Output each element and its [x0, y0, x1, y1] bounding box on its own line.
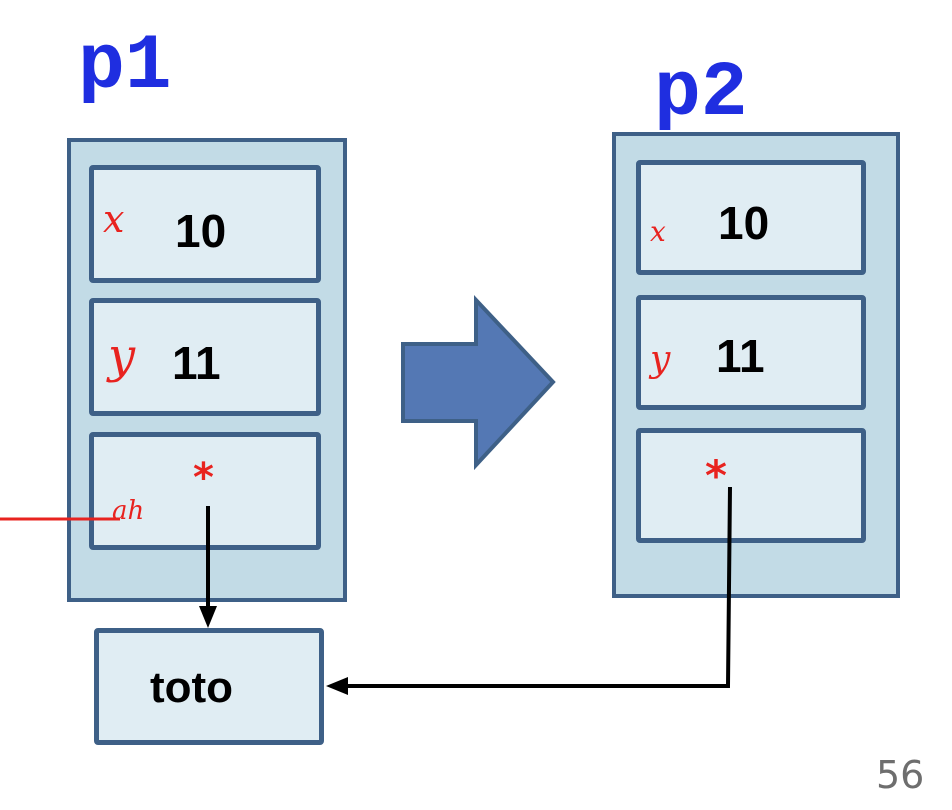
p1-field-ref	[89, 432, 321, 550]
target-object	[94, 628, 324, 745]
p2-field-x-value: 10	[718, 197, 770, 249]
p1-reference-arrowhead	[199, 606, 217, 628]
p1-field-y-note: y	[108, 328, 136, 384]
p2-field-ref	[636, 428, 866, 543]
p2-title: p2	[654, 50, 748, 138]
transition-arrow	[401, 294, 556, 471]
p1-field-y	[89, 298, 321, 416]
p1-field-x	[89, 165, 321, 283]
p1-field-ref-star: *	[193, 455, 214, 501]
target-label: toto	[150, 663, 234, 712]
p1-field-y-value: 11	[172, 337, 221, 389]
p2-field-x-note: x	[650, 215, 666, 248]
p2-field-y-note: y	[650, 339, 671, 380]
p2-field-y	[636, 295, 866, 410]
page-number: 56	[876, 753, 925, 797]
p2-reference-line	[344, 486, 732, 688]
p2-field-ref-star: *	[705, 451, 727, 500]
p1-field-x-value: 10	[175, 205, 227, 257]
p1-field-x-note: x	[103, 197, 125, 241]
p2-reference-arrowhead	[326, 677, 348, 695]
p1-title: p1	[78, 23, 172, 111]
p2-field-y-value: 11	[716, 330, 765, 382]
p2-field-x	[636, 160, 866, 275]
